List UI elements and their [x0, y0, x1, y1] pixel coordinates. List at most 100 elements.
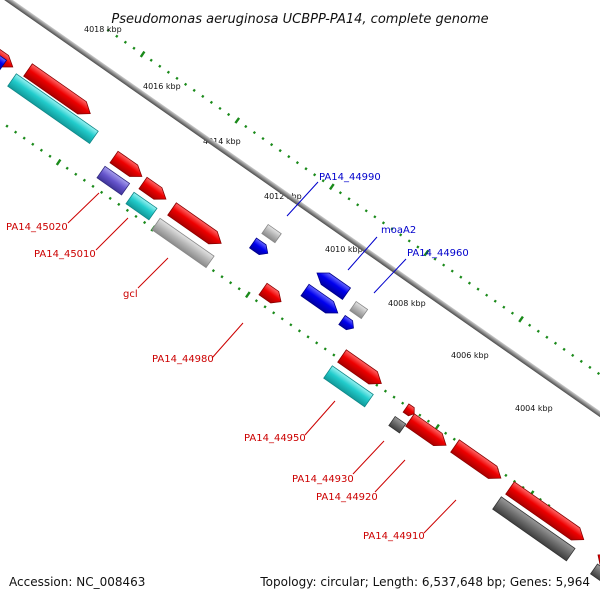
gene-arrow[interactable]: [0, 37, 17, 72]
ruler-minor-tick: [356, 203, 360, 207]
ruler-label: 4006 kbp: [451, 351, 489, 360]
ruler-minor-tick: [149, 58, 153, 62]
gene-arrow[interactable]: [7, 73, 99, 145]
ruler-major-tick: [234, 117, 241, 124]
ruler-minor-tick: [211, 269, 215, 273]
gene-group: [0, 37, 600, 583]
ruler-minor-tick: [108, 196, 112, 201]
ruler-minor-tick: [244, 124, 248, 129]
gene-arrow[interactable]: [300, 283, 342, 318]
ruler-minor-tick: [297, 329, 302, 333]
leader-line: [304, 400, 336, 436]
ruler-minor-tick: [306, 335, 310, 339]
gene-arrow[interactable]: [349, 300, 369, 320]
ruler-minor-tick: [269, 142, 274, 147]
ruler-minor-tick: [596, 371, 600, 376]
gene-arrow[interactable]: [167, 202, 226, 250]
gene-arrow[interactable]: [261, 223, 282, 244]
ruler-minor-tick: [476, 287, 480, 291]
ruler-minor-tick: [100, 190, 104, 194]
gene-label-moaa2[interactable]: moaA2: [381, 225, 416, 236]
ruler-minor-tick: [287, 154, 291, 159]
ruler-minor-tick: [392, 395, 396, 399]
ruler-minor-tick: [383, 389, 388, 393]
leader-line: [374, 459, 406, 493]
gene-arrow[interactable]: [590, 563, 600, 583]
gene-arrow[interactable]: [0, 50, 8, 71]
gene-arrow[interactable]: [388, 415, 407, 434]
gene-arrow[interactable]: [109, 150, 146, 182]
ruler-major-tick: [329, 183, 335, 191]
gene-label-pa14-44930[interactable]: PA14_44930: [292, 474, 354, 485]
ruler-minor-tick: [14, 130, 18, 134]
ruler-minor-tick: [418, 413, 422, 417]
leader-line: [95, 217, 129, 251]
ruler-minor-tick: [65, 166, 69, 170]
gene-arrow[interactable]: [337, 349, 386, 390]
ruler-minor-tick: [82, 178, 87, 182]
gene-arrow[interactable]: [492, 496, 576, 562]
leader-line-group: [67, 181, 457, 534]
gene-arrow[interactable]: [505, 481, 588, 546]
ruler-minor-tick: [74, 172, 78, 176]
ruler-minor-tick: [209, 100, 214, 105]
ruler-minor-tick: [416, 245, 420, 249]
gene-label-gcl[interactable]: gcl: [123, 289, 138, 300]
gene-arrow[interactable]: [151, 217, 215, 269]
ruler-minor-tick: [237, 287, 241, 291]
ruler-minor-tick: [426, 419, 431, 423]
ruler-minor-tick: [399, 233, 403, 237]
gene-arrow[interactable]: [323, 365, 374, 408]
gene-label-pa14-44920[interactable]: PA14_44920: [316, 492, 378, 503]
ruler-minor-tick: [175, 76, 179, 80]
gene-label-pa14-44980[interactable]: PA14_44980: [152, 354, 214, 365]
gene-arrow[interactable]: [338, 314, 357, 332]
gene-arrow[interactable]: [96, 165, 131, 196]
ruler-minor-tick: [485, 293, 489, 297]
leader-line: [137, 257, 169, 289]
ruler-minor-tick: [123, 40, 128, 44]
ruler-minor-tick: [375, 383, 379, 387]
ruler-minor-tick: [588, 365, 592, 370]
ruler-minor-tick: [315, 341, 319, 345]
gene-arrow[interactable]: [249, 237, 272, 258]
backbone: [0, 0, 600, 464]
leader-line: [352, 440, 385, 475]
gene-arrow[interactable]: [125, 191, 158, 221]
leader-line: [423, 499, 457, 534]
gene-label-pa14-44950[interactable]: PA14_44950: [244, 433, 306, 444]
gene-arrow[interactable]: [258, 282, 285, 307]
leader-line: [286, 181, 319, 217]
ruler-minor-tick: [444, 431, 448, 435]
ruler-major-tick: [423, 249, 430, 257]
ruler-minor-tick: [263, 305, 267, 309]
ruler-minor-tick: [280, 317, 284, 321]
ruler-label: 4016 kbp: [143, 82, 181, 91]
ruler-minor-tick: [22, 136, 26, 140]
ruler-minor-tick: [390, 227, 394, 231]
gene-arrow[interactable]: [405, 413, 451, 452]
gene-label-pa14-44960[interactable]: PA14_44960: [407, 248, 469, 259]
gene-label-pa14-44910[interactable]: PA14_44910: [363, 531, 425, 542]
ruler-major-tick: [139, 50, 146, 58]
ruler-minor-tick: [201, 94, 205, 99]
ruler-minor-tick: [459, 275, 463, 279]
gene-label-pa14-45010[interactable]: PA14_45010: [34, 249, 96, 260]
ruler-minor-tick: [5, 124, 9, 128]
ruler-minor-tick: [571, 353, 575, 358]
ruler-minor-tick: [450, 269, 454, 273]
gene-arrow[interactable]: [138, 176, 170, 205]
ruler-minor-tick: [48, 154, 52, 158]
ruler-minor-tick: [278, 148, 282, 153]
gene-arrow[interactable]: [402, 403, 417, 418]
gene-arrow[interactable]: [450, 439, 505, 484]
gene-arrow[interactable]: [23, 63, 95, 120]
topology-text: Topology: circular; Length: 6,537,648 bp…: [259, 575, 590, 589]
ruler-minor-tick: [304, 167, 308, 171]
gene-arrow[interactable]: [313, 267, 352, 300]
ruler-minor-tick: [467, 281, 472, 285]
gene-label-pa14-45020[interactable]: PA14_45020: [6, 222, 68, 233]
gene-label-pa14-44990[interactable]: PA14_44990: [319, 172, 381, 183]
ruler-minor-tick: [323, 347, 327, 351]
ruler-major-tick: [245, 291, 251, 299]
